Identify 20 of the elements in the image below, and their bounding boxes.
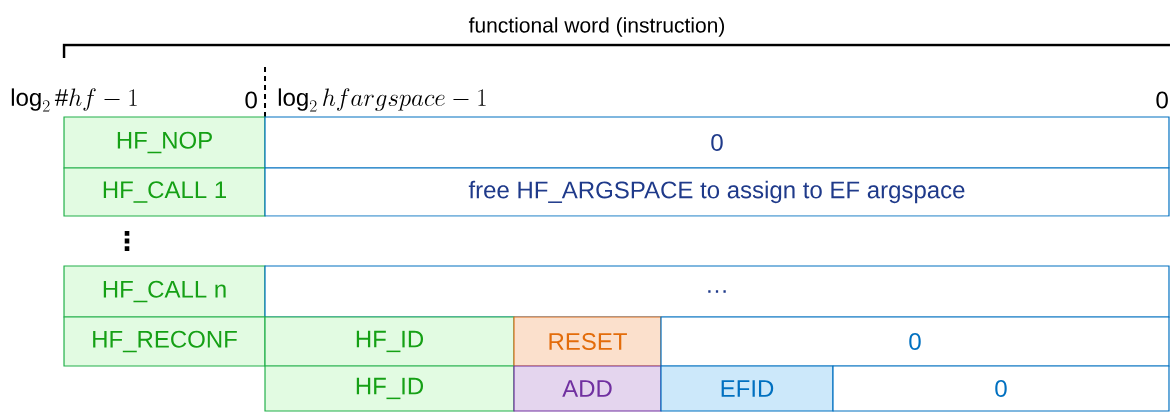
opcode-cell: ADD [513,365,662,412]
field-cell: HF_ID [264,316,515,367]
field-cell: HF_ID [264,365,515,412]
field-cell: EFID [660,365,834,412]
field-cell: 0 [660,316,1170,367]
bit-index: $\log_2 hfargspace - 1$ [278,88,486,112]
field-cell: free HF_ARGSPACE to assign to EF argspace [264,167,1170,217]
opcode-cell: HF_NOP [63,116,266,169]
opcode-cell: RESET [513,316,662,367]
field-cell: 0 [832,365,1170,412]
bit-index: 0 [245,91,257,109]
opcode-cell: HF_CALL 1 [63,167,266,217]
ellipsis: ⋮ [124,230,130,252]
opcode-cell: HF_RECONF [63,316,266,367]
field-cell: … [264,265,1170,318]
opcode-cell: HF_CALL n [63,265,266,318]
bit-index: $\log_2 \#hf - 1$ [11,88,137,112]
bit-index: 0 [1156,91,1168,109]
field-cell: 0 [264,116,1170,169]
bracket-label: functional word (instruction) [468,17,725,37]
